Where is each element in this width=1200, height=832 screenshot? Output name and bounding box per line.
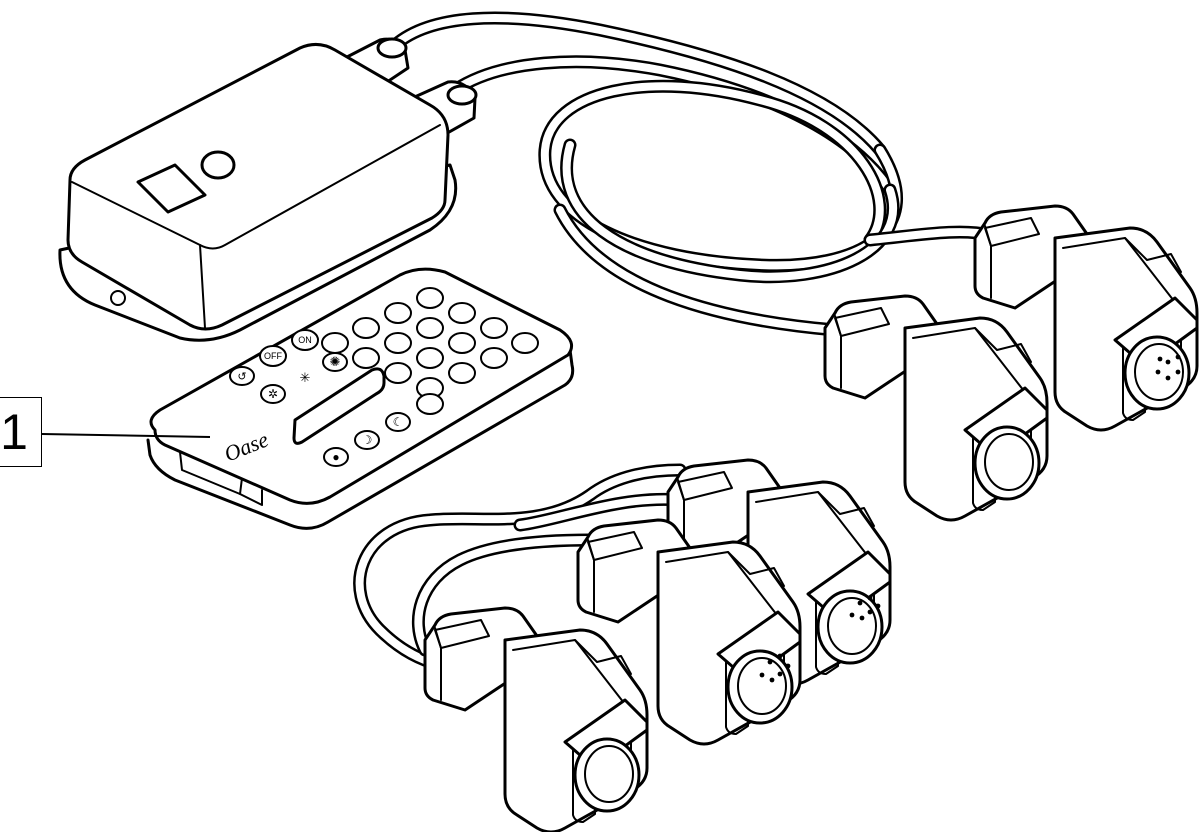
connector-pin-face: [759, 653, 791, 683]
connector-pin-face: [1155, 354, 1181, 381]
callout-leader-line: [41, 433, 211, 438]
remote-button-on-label: ON: [298, 335, 312, 345]
connector-right-back: [973, 204, 1199, 432]
remote-button-moon-1: ☾: [385, 412, 411, 432]
moon-icon: ●: [332, 450, 339, 464]
remote-key: [511, 332, 539, 354]
connector-right-front: [823, 294, 1049, 522]
moon-icon: ☾: [393, 415, 404, 429]
remote-button-brightness-up: ✺: [322, 352, 348, 372]
connector-lower-back: [666, 458, 892, 686]
remote-key: [448, 362, 476, 384]
connector-lower-front: [423, 606, 649, 832]
remote-key: [480, 317, 508, 339]
remote-keypad: [321, 287, 539, 415]
remote-key: [384, 362, 412, 384]
sun-small-icon: ✳: [300, 370, 311, 385]
moon-icon: ☽: [362, 433, 373, 447]
remote-key: [416, 287, 444, 309]
sun-large-icon: ✺: [330, 354, 341, 369]
remote-control: ON OFF ✺ ✳ ↺ ✲ ☾ ☽ ●: [146, 267, 575, 530]
callout-1: 1: [0, 397, 42, 467]
remote-key: [384, 332, 412, 354]
remote-button-brightness: ✳: [300, 370, 311, 385]
remote-button-off: OFF: [259, 345, 287, 367]
remote-key: [416, 393, 444, 415]
remote-key: [480, 347, 508, 369]
control-box: [58, 37, 478, 342]
return-icon: ↺: [237, 371, 246, 383]
remote-button-brightness-down: ✲: [260, 384, 286, 404]
remote-key: [352, 347, 380, 369]
remote-key: [416, 347, 444, 369]
control-box-plug: [406, 80, 478, 142]
remote-key: [416, 317, 444, 339]
sun-dim-icon: ✲: [268, 387, 278, 401]
remote-button-off-label: OFF: [264, 351, 282, 361]
remote-key: [352, 317, 380, 339]
callout-number: 1: [0, 404, 28, 460]
remote-key: [321, 332, 349, 354]
remote-button-moon-2: ☽: [354, 430, 380, 450]
remote-button-on: ON: [291, 329, 319, 351]
remote-key: [384, 302, 412, 324]
remote-key: [448, 302, 476, 324]
remote-key: [448, 332, 476, 354]
connector-pin-face: [849, 595, 881, 621]
control-box-plug: [343, 37, 410, 94]
cable-bundle: [353, 11, 997, 672]
remote-button-return: ↺: [229, 366, 255, 386]
remote-button-moon-3: ●: [323, 447, 349, 467]
connector-lower-middle: [576, 518, 802, 746]
